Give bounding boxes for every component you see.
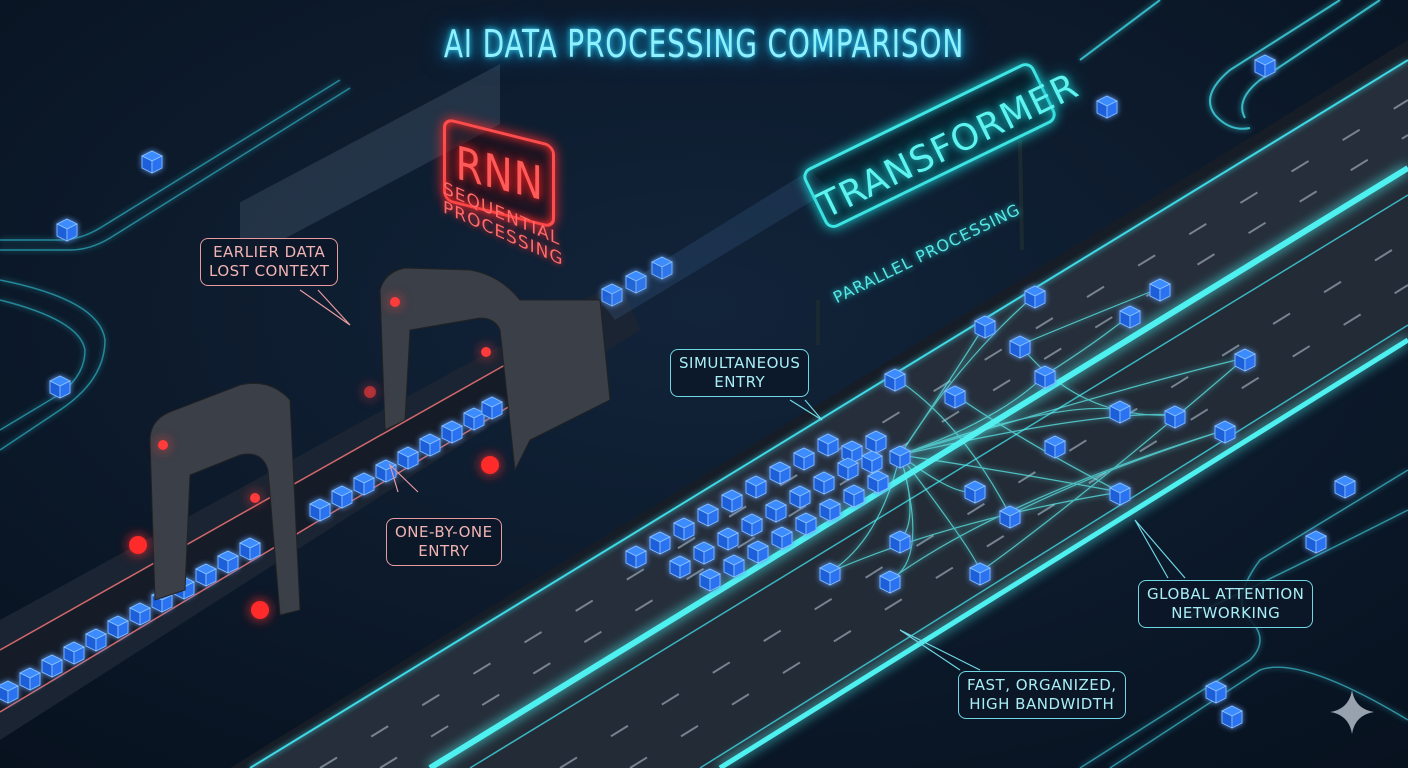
- attention-lines: [829, 287, 1246, 581]
- red-beacon-icons: [129, 297, 499, 619]
- page-title: AI DATA PROCESSING COMPARISON: [443, 22, 965, 66]
- callout-simultaneous-entry: SIMULTANEOUS ENTRY: [670, 349, 810, 397]
- transformer-highway: [230, 40, 1408, 768]
- background-track-lines: [0, 79, 351, 451]
- sparkle-star-icon: [1330, 690, 1374, 734]
- callout-global-attention-networking: GLOBAL ATTENTION NETWORKING: [1138, 580, 1314, 628]
- rnn-gate-arch-front: [149, 382, 301, 616]
- callout-earlier-data-lost-context: EARLIER DATA LOST CONTEXT: [200, 238, 339, 286]
- rnn-gate-arch-back: [240, 64, 611, 472]
- callout-one-by-one-entry: ONE-BY-ONE ENTRY: [386, 518, 502, 566]
- callout-fast-organized-high-bandwidth: FAST, ORGANIZED, HIGH BANDWIDTH: [958, 671, 1126, 719]
